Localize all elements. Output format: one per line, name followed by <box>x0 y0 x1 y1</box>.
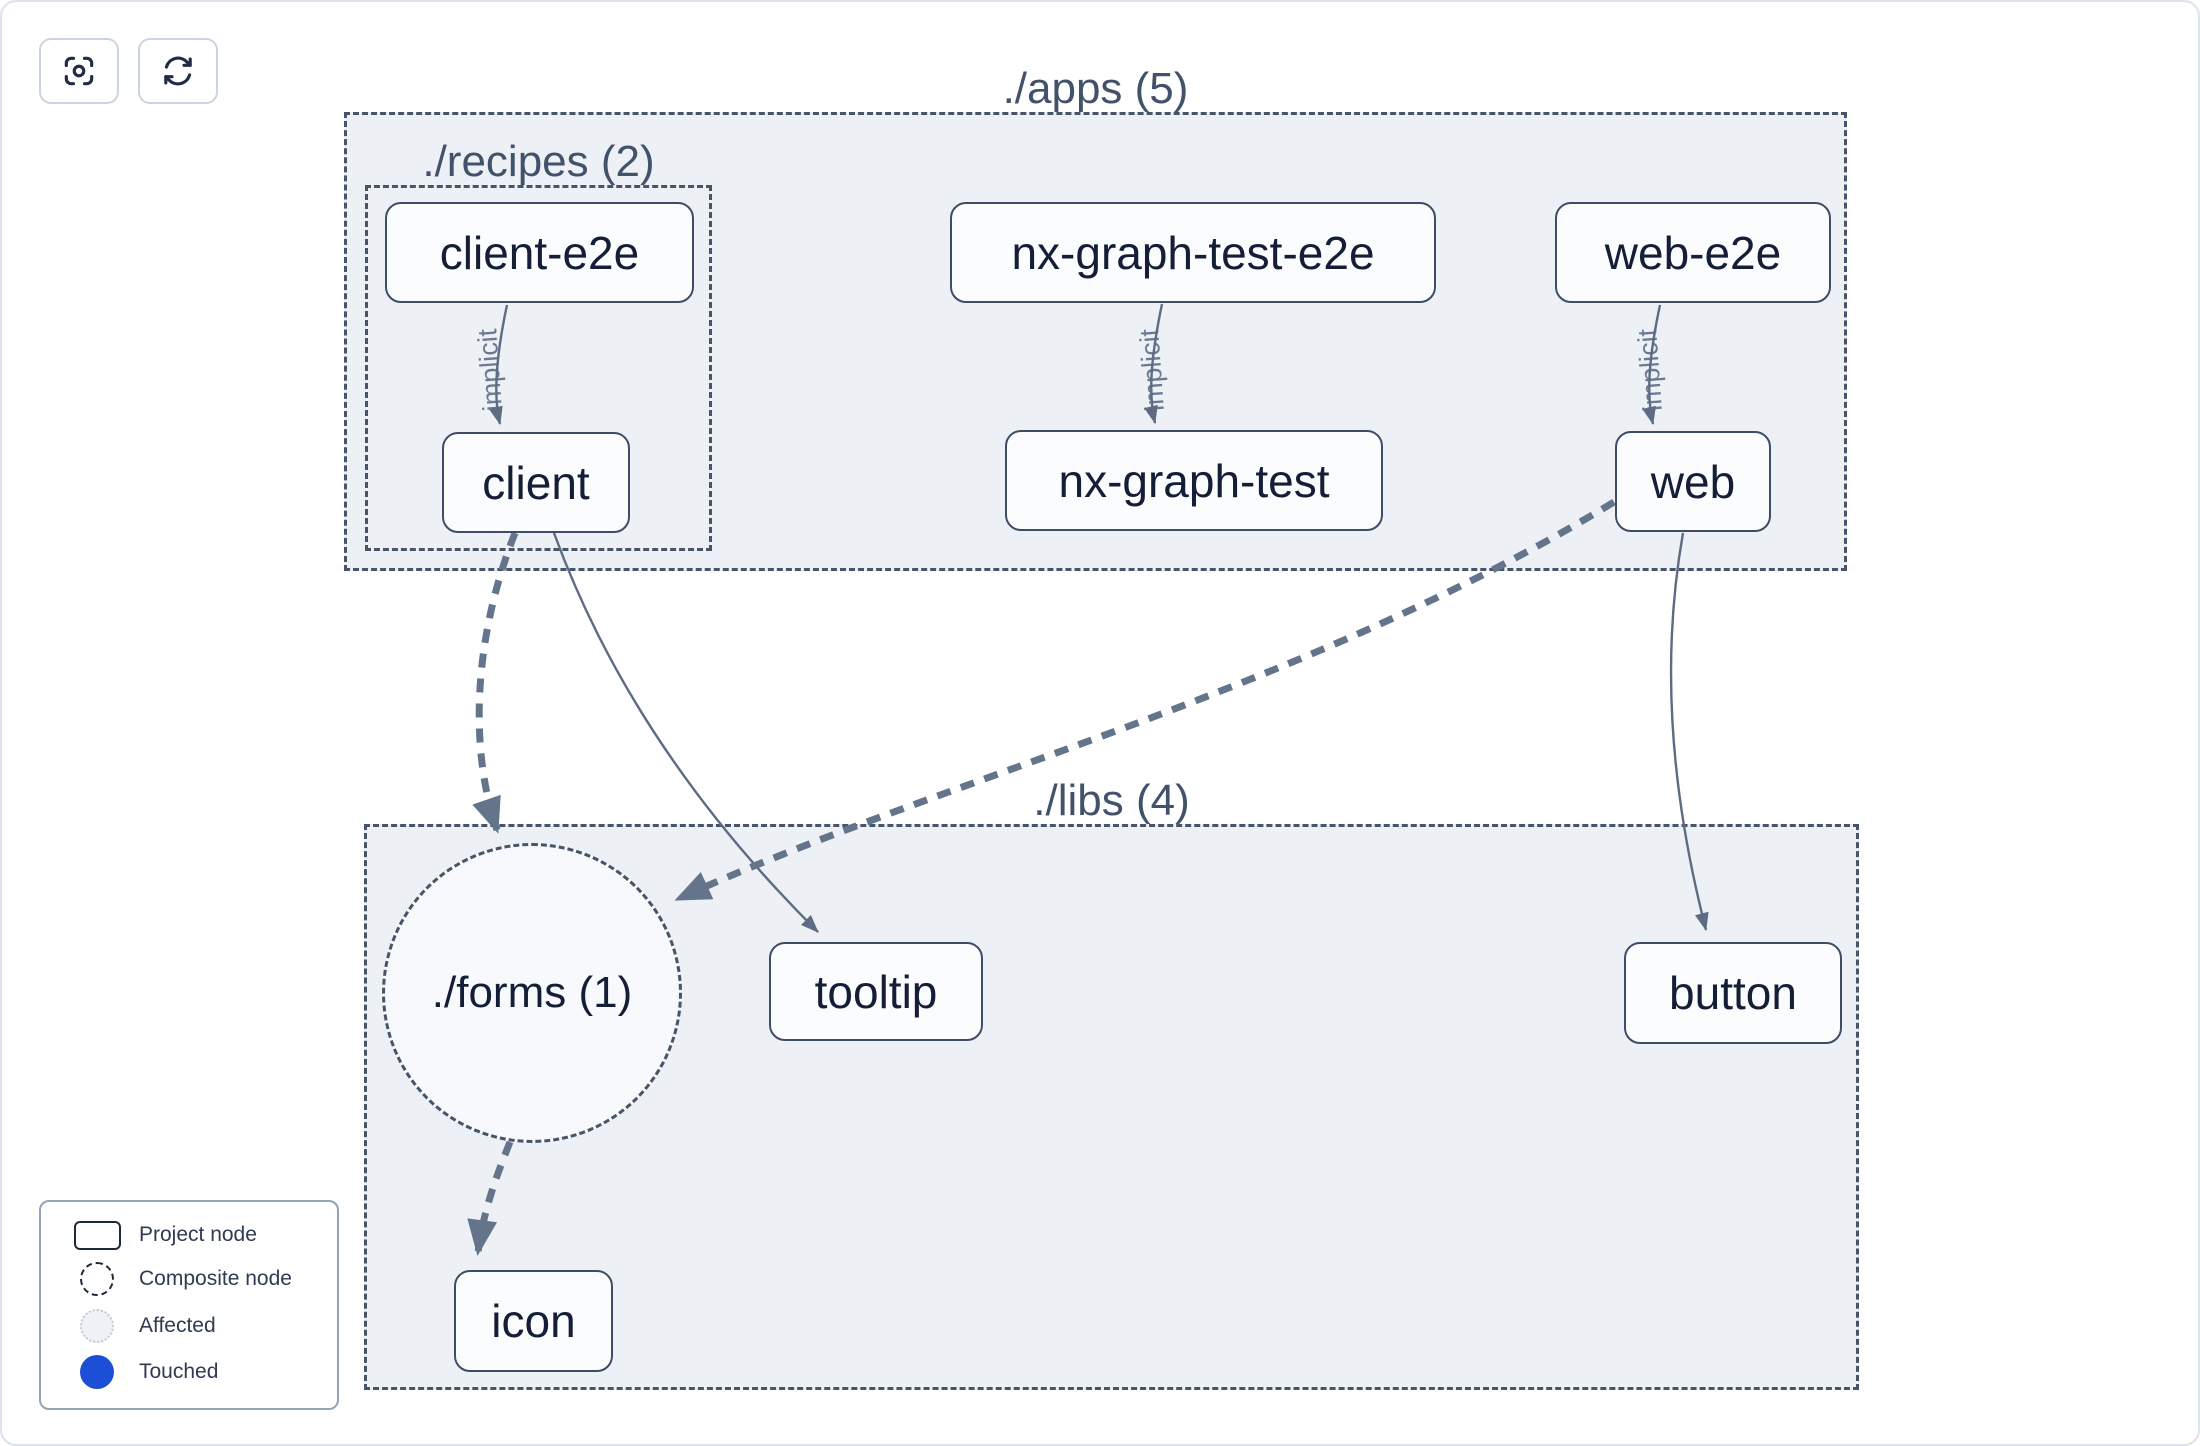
legend-label-affected: Affected <box>139 1313 216 1337</box>
refresh-graph-button[interactable] <box>138 38 218 104</box>
node-web-e2e-label: web-e2e <box>1604 226 1782 279</box>
focus-icon <box>64 56 94 86</box>
node-nx-graph-test-e2e-label: nx-graph-test-e2e <box>1011 226 1375 279</box>
composite-node-forms-label: ./forms (1) <box>431 968 633 1017</box>
node-client[interactable]: client <box>442 432 630 533</box>
node-icon-label: icon <box>491 1295 576 1347</box>
legend-label-composite-node: Composite node <box>139 1267 292 1291</box>
composite-node-forms[interactable]: ./forms (1) <box>382 843 682 1143</box>
legend-item-project-node: Project node <box>41 1220 337 1250</box>
focus-graph-button[interactable] <box>39 38 119 104</box>
node-button-label: button <box>1669 967 1797 1019</box>
cluster-libs-label: ./libs (4) <box>1033 776 1190 825</box>
legend: Project node Composite node Affected Tou… <box>39 1200 339 1410</box>
legend-label-project-node: Project node <box>139 1223 257 1247</box>
node-nx-graph-test-label: nx-graph-test <box>1058 454 1330 507</box>
legend-item-touched: Touched <box>41 1355 337 1390</box>
node-client-e2e-label: client-e2e <box>439 226 640 279</box>
node-tooltip[interactable]: tooltip <box>769 942 983 1041</box>
legend-label-touched: Touched <box>139 1360 219 1384</box>
affected-symbol <box>80 1308 114 1343</box>
node-client-label: client <box>482 456 590 509</box>
legend-item-composite-node: Composite node <box>41 1262 337 1297</box>
node-tooltip-label: tooltip <box>814 965 938 1018</box>
node-nx-graph-test-e2e[interactable]: nx-graph-test-e2e <box>950 202 1436 303</box>
refresh-icon <box>164 56 192 86</box>
touched-symbol <box>80 1355 114 1390</box>
cluster-apps-label: ./apps (5) <box>1002 64 1189 113</box>
cluster-recipes: ./recipes (2) <box>365 137 712 551</box>
node-web[interactable]: web <box>1615 431 1771 532</box>
legend-item-affected: Affected <box>41 1308 337 1343</box>
project-node-symbol <box>73 1220 121 1250</box>
cluster-recipes-label: ./recipes (2) <box>422 137 655 186</box>
node-button[interactable]: button <box>1624 942 1842 1044</box>
node-nx-graph-test[interactable]: nx-graph-test <box>1005 430 1383 531</box>
composite-node-symbol <box>80 1262 114 1297</box>
node-web-label: web <box>1650 455 1736 508</box>
node-icon[interactable]: icon <box>454 1270 613 1372</box>
node-web-e2e[interactable]: web-e2e <box>1555 202 1831 303</box>
node-client-e2e[interactable]: client-e2e <box>385 202 694 303</box>
